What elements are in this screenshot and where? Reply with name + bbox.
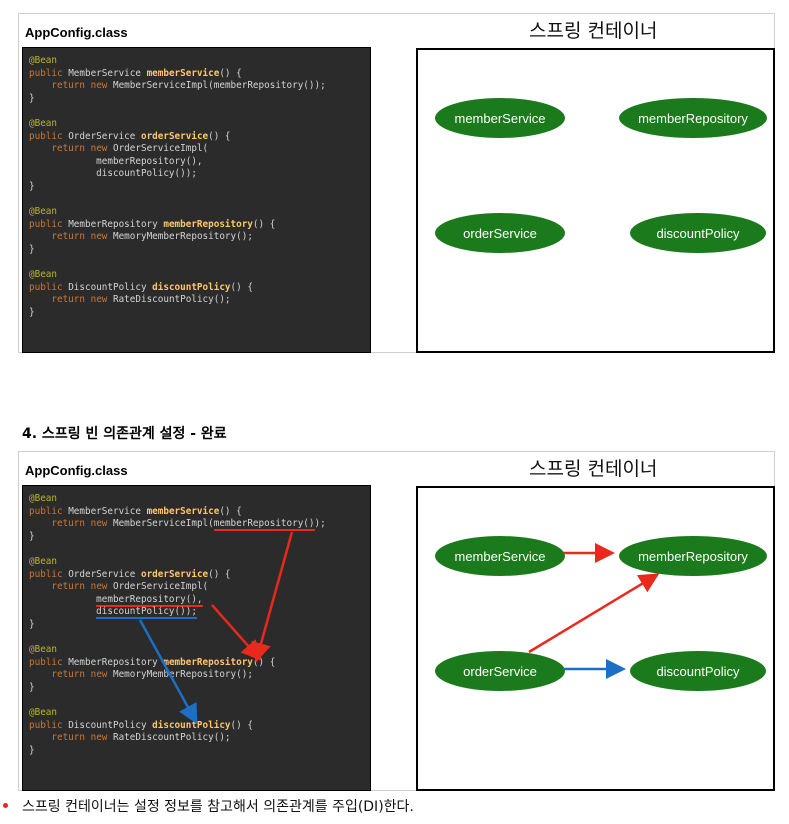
code-line: } xyxy=(29,744,35,756)
code-line: public MemberRepository memberRepository… xyxy=(29,218,276,230)
code-line: @Bean xyxy=(29,644,57,656)
bean-order-service: orderService xyxy=(435,651,565,691)
code-line: return new MemberServiceImpl(memberRepos… xyxy=(51,80,326,92)
code-line: public DiscountPolicy discountPolicy() { xyxy=(29,281,253,293)
code-line: return new OrderServiceImpl( xyxy=(51,143,209,155)
code-line: public OrderService orderService() { xyxy=(29,130,231,142)
code-line: } xyxy=(29,92,35,104)
code-line: } xyxy=(29,681,35,693)
bullet-dot xyxy=(3,803,8,808)
code-line: @Bean xyxy=(29,206,57,218)
code-line: } xyxy=(29,306,35,318)
code-line: return new RateDiscountPolicy(); xyxy=(51,732,231,744)
bean-order-service: orderService xyxy=(435,213,565,253)
code-line: } xyxy=(29,530,35,542)
arg-discount-policy-underline: discountPolicy()); xyxy=(96,606,197,620)
code-line: public OrderService orderService() { xyxy=(29,568,231,580)
code-line: @Bean xyxy=(29,269,57,281)
code-line: public DiscountPolicy discountPolicy() { xyxy=(29,719,253,731)
code-line: @Bean xyxy=(29,55,57,66)
spring-container-box: memberService memberRepository orderServ… xyxy=(416,48,775,353)
code-line: public MemberService memberService() { xyxy=(29,67,242,79)
bean-discount-policy: discountPolicy xyxy=(630,213,766,253)
code-line: @Bean xyxy=(29,117,57,129)
section-heading: 4. 스프링 빈 의존관계 설정 - 완료 xyxy=(22,426,227,442)
code-line: memberRepository(), xyxy=(29,593,370,607)
code-line: } xyxy=(29,618,35,630)
spring-container-box: memberService memberRepository orderServ… xyxy=(416,486,775,791)
code-line: return new OrderServiceImpl( xyxy=(51,581,209,593)
code-line: return new MemberServiceImpl(memberRepos… xyxy=(51,518,326,532)
code-line: @Bean xyxy=(29,555,57,567)
code-line: return new MemoryMemberRepository(); xyxy=(51,231,253,243)
code-line: return new MemoryMemberRepository(); xyxy=(51,669,253,681)
code-line: @Bean xyxy=(29,707,57,719)
appconfig-title: AppConfig.class xyxy=(25,25,128,40)
member-repository-call-underline: memberRepository() xyxy=(213,518,315,532)
bean-member-service: memberService xyxy=(435,536,565,576)
code-line: public MemberRepository memberRepository… xyxy=(29,656,276,668)
code-line: @Bean xyxy=(29,493,57,504)
code-line: memberRepository(), xyxy=(96,155,203,167)
code-line: return new RateDiscountPolicy(); xyxy=(51,294,231,306)
bean-member-repository: memberRepository xyxy=(619,98,767,138)
bean-discount-policy: discountPolicy xyxy=(630,651,766,691)
bean-member-repository: memberRepository xyxy=(619,536,767,576)
spring-container-title: 스프링 컨테이너 xyxy=(529,20,658,42)
appconfig-title: AppConfig.class xyxy=(25,463,128,478)
code-line: discountPolicy()); xyxy=(96,168,197,180)
code-line: } xyxy=(29,243,35,255)
arg-member-repository-underline: memberRepository(), xyxy=(96,593,203,607)
code-line: discountPolicy()); xyxy=(29,606,370,620)
spring-container-title: 스프링 컨테이너 xyxy=(529,458,658,480)
code-line: } xyxy=(29,180,35,192)
code-line: public MemberService memberService() { xyxy=(29,505,242,517)
footer-text: 스프링 컨테이너는 설정 정보를 참고해서 의존관계를 주입(DI)한다. xyxy=(22,799,414,815)
bean-member-service: memberService xyxy=(435,98,565,138)
